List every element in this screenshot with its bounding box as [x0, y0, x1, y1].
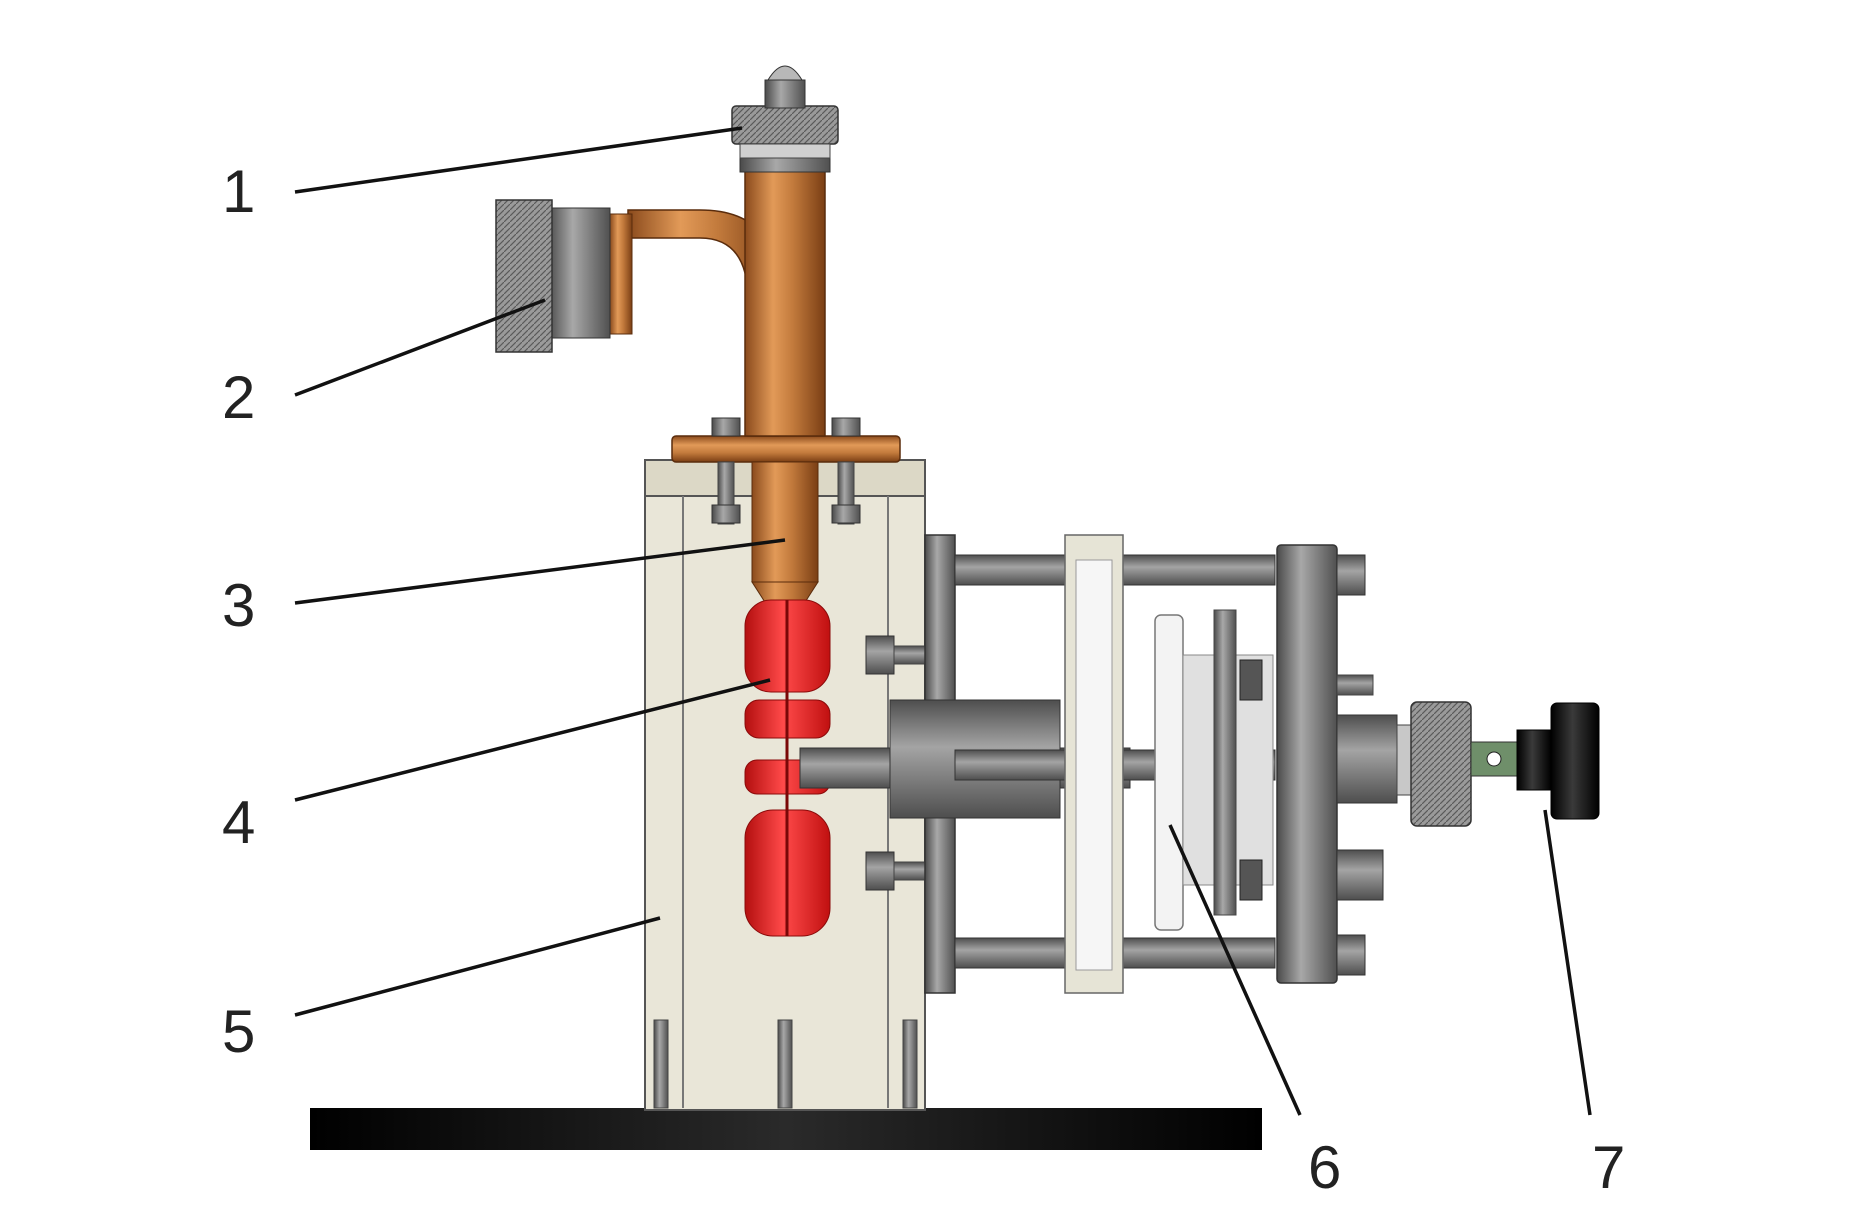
inner-disk-assembly	[1154, 609, 1274, 931]
leader-2	[294, 298, 546, 397]
leader-lines	[294, 126, 1592, 1116]
housing-side-bolts	[865, 635, 931, 891]
callout-7: 7	[1592, 1134, 1625, 1201]
leader-5	[294, 916, 661, 1017]
transparent-disc	[1064, 534, 1124, 994]
callout-2: 2	[222, 364, 255, 431]
callout-4: 4	[222, 789, 255, 856]
right-end-plate	[1276, 544, 1384, 984]
leader-4	[294, 678, 771, 802]
top-cap-nut	[731, 65, 839, 159]
adjuster-knob	[1336, 701, 1600, 827]
callout-3: 3	[222, 572, 255, 639]
vertical-tube	[739, 155, 831, 437]
top-flange	[671, 417, 901, 525]
leader-1	[294, 126, 743, 194]
callout-6: 6	[1308, 1134, 1341, 1201]
callout-5: 5	[222, 998, 255, 1065]
callout-labels: 1 2 3 4 5 6 7	[222, 158, 1625, 1201]
side-inlet-elbow	[495, 199, 779, 437]
base-plate	[310, 1108, 1262, 1150]
leader-6	[1168, 824, 1302, 1116]
base-studs	[653, 1019, 918, 1109]
leader-3	[294, 538, 786, 605]
leader-7	[1543, 809, 1592, 1116]
inner-electrode	[751, 461, 819, 611]
callout-1: 1	[222, 158, 255, 225]
